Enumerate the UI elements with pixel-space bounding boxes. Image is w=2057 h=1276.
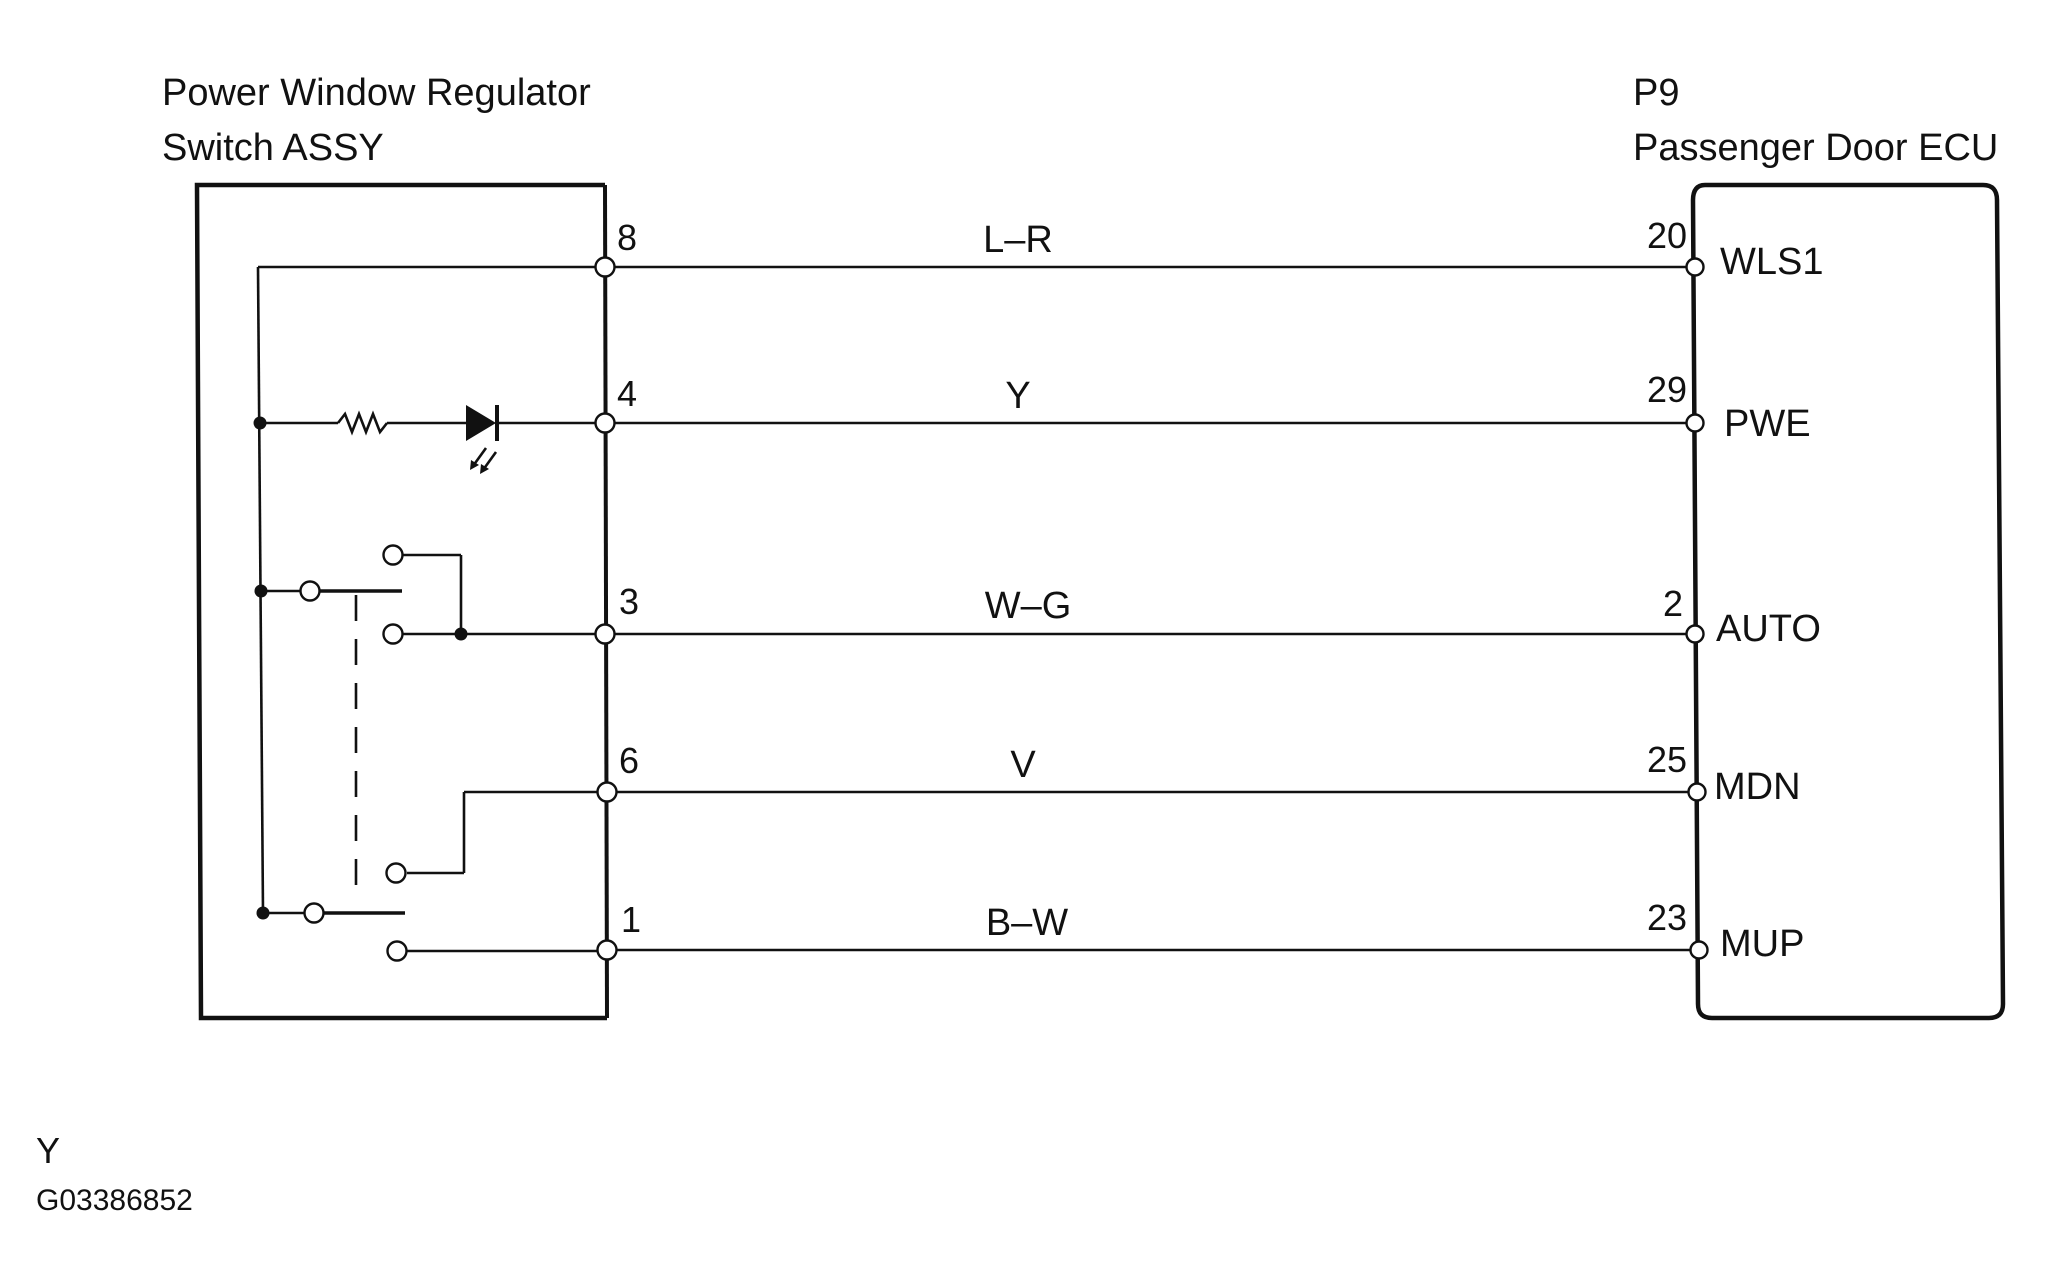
terminal-icon — [1685, 257, 1705, 277]
light-emission-icon — [470, 447, 498, 474]
left-pin-3: 3 — [619, 581, 639, 622]
wire-color-l-r: L–R — [983, 219, 1053, 261]
terminal-icon — [596, 781, 618, 803]
ecu-terminal-auto: AUTO — [1716, 608, 1821, 650]
switch-contact-icon — [382, 623, 404, 645]
left-pin-1: 1 — [621, 899, 641, 940]
terminal-icon — [594, 412, 616, 434]
switch-pivot-icon — [299, 580, 321, 602]
terminal-icon — [594, 256, 616, 278]
ecu-terminal-wls1: WLS1 — [1720, 241, 1823, 283]
terminal-icon — [1685, 413, 1705, 433]
right-pin-29: 29 — [1647, 369, 1687, 410]
led-diode-icon — [466, 405, 496, 441]
left-pin-6: 6 — [619, 740, 639, 781]
right-connector-code: P9 — [1633, 72, 1679, 114]
switch-connector-terminals — [594, 256, 618, 961]
right-pin-25: 25 — [1647, 739, 1687, 780]
ecu-terminal-mdn: MDN — [1714, 766, 1801, 808]
terminal-icon — [1689, 940, 1709, 960]
harness-wires — [605, 265, 1699, 952]
ecu-terminal-pwe: PWE — [1724, 403, 1811, 445]
switch-contact-icon — [382, 544, 404, 566]
switch-assy-box — [194, 182, 607, 1021]
wire-color-y: Y — [1005, 375, 1030, 417]
left-pin-8: 8 — [617, 217, 637, 258]
junction-dot — [254, 584, 268, 598]
switch-pivot-icon — [303, 902, 325, 924]
junction-dot — [256, 906, 270, 920]
terminal-icon — [1687, 782, 1707, 802]
left-pin-4: 4 — [617, 373, 637, 414]
ecu-terminal-mup: MUP — [1720, 923, 1804, 965]
switch-connector-edge — [603, 184, 609, 1019]
switch-contact-icon — [385, 862, 407, 884]
wire-color-w-g: W–G — [985, 585, 1072, 627]
switch-contact-icon — [386, 940, 408, 962]
figure-id: G03386852 — [36, 1184, 193, 1217]
resistor-symbol — [336, 410, 389, 436]
wire-color-b-w: B–W — [986, 902, 1068, 944]
right-pin-20: 20 — [1647, 215, 1687, 256]
switch-internal-circuit — [253, 265, 607, 962]
junction-dot — [253, 416, 267, 430]
right-pin-2: 2 — [1663, 583, 1683, 624]
terminal-icon — [1685, 624, 1705, 644]
footer-code-letter: Y — [36, 1130, 60, 1171]
wire-color-v: V — [1010, 744, 1036, 786]
ecu-connector-terminals — [1685, 257, 1709, 960]
terminal-icon — [596, 939, 618, 961]
terminal-icon — [594, 623, 616, 645]
ecu-box — [1690, 182, 2006, 1021]
left-component-title-line1: Power Window Regulator — [162, 72, 591, 114]
left-component-title-line2: Switch ASSY — [162, 127, 384, 169]
right-pin-23: 23 — [1647, 897, 1687, 938]
right-component-title: Passenger Door ECU — [1633, 127, 1998, 169]
junction-dot — [454, 627, 468, 641]
